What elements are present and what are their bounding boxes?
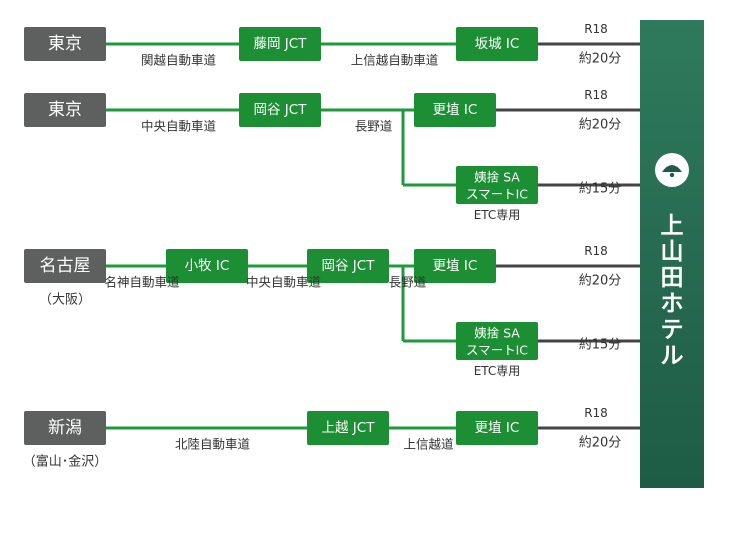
route-1-branch-label-bottom: スマートIC bbox=[466, 187, 528, 202]
route-3-road-1: 上信越道 bbox=[403, 437, 454, 452]
route-1-final-road: R18 bbox=[584, 88, 608, 102]
route-1-branch-label-top: 姨捨 SA bbox=[474, 170, 520, 185]
route-0-node-1-label: 坂城 IC bbox=[475, 36, 520, 52]
route-0-node-0 bbox=[239, 27, 321, 61]
route-1-node-0 bbox=[239, 93, 321, 127]
route-2-node-2 bbox=[414, 249, 496, 283]
route-3-origin-box bbox=[24, 411, 106, 445]
hotel-panel bbox=[640, 20, 704, 488]
route-2-branch-label-top: 姨捨 SA bbox=[474, 326, 520, 341]
hotel-name-char-3: ホ bbox=[661, 291, 684, 317]
route-2-node-1-label: 岡谷 JCT bbox=[322, 258, 376, 274]
route-0-road-0: 関越自動車道 bbox=[141, 53, 217, 68]
route-3-node-1 bbox=[456, 411, 538, 445]
route-1-branch-time: 約15分 bbox=[579, 182, 622, 197]
hotel-name-char-0: 上 bbox=[661, 213, 684, 239]
route-2-origin-sub: （大阪） bbox=[39, 293, 91, 308]
route-3-final-road: R18 bbox=[584, 406, 608, 420]
route-1-origin-label: 東京 bbox=[48, 100, 82, 120]
route-2-branch-time: 約15分 bbox=[579, 338, 622, 353]
route-3-road-0: 北陸自動車道 bbox=[175, 437, 251, 452]
route-0-node-1 bbox=[456, 27, 538, 61]
route-2-node-0 bbox=[166, 249, 248, 283]
route-3-node-0 bbox=[307, 411, 389, 445]
route-2-branch-note: ETC専用 bbox=[474, 364, 521, 378]
route-3-origin-sub: （富山･金沢） bbox=[23, 454, 108, 470]
route-0-node-0-label: 藤岡 JCT bbox=[254, 36, 308, 52]
route-0-origin-label: 東京 bbox=[48, 34, 82, 54]
route-2-node-1 bbox=[307, 249, 389, 283]
route-1-branch-box bbox=[456, 166, 538, 204]
hotel-name-char-1: 山 bbox=[661, 239, 684, 265]
hotel-name-char-5: ル bbox=[661, 343, 684, 369]
route-2-branch-box bbox=[456, 322, 538, 360]
route-2-road-0: 名神自動車道 bbox=[104, 275, 180, 290]
route-2-origin-box bbox=[24, 249, 106, 283]
route-1-node-1-label: 更埴 IC bbox=[433, 102, 478, 118]
route-1-road-0: 中央自動車道 bbox=[141, 119, 217, 134]
route-0-final-time: 約20分 bbox=[579, 52, 622, 67]
hotel-name-char-4: テ bbox=[661, 317, 684, 343]
route-3-node-0-label: 上越 JCT bbox=[322, 420, 376, 436]
route-0-road-1: 上信越自動車道 bbox=[351, 53, 439, 68]
route-3-origin-label: 新潟 bbox=[48, 418, 82, 438]
route-0-final-road: R18 bbox=[584, 22, 608, 36]
route-2-node-2-label: 更埴 IC bbox=[433, 258, 478, 274]
route-1-branch-note: ETC専用 bbox=[474, 208, 521, 222]
fan-crest-pin bbox=[669, 172, 675, 178]
fan-crest-shape bbox=[662, 165, 682, 172]
route-1-road-1: 長野道 bbox=[355, 119, 393, 134]
route-1-node-0-label: 岡谷 JCT bbox=[254, 102, 308, 118]
route-0-origin-box bbox=[24, 27, 106, 61]
route-1-origin-box bbox=[24, 93, 106, 127]
route-1-final-time: 約20分 bbox=[579, 118, 622, 133]
route-2-node-0-label: 小牧 IC bbox=[185, 258, 230, 274]
route-1-node-1 bbox=[414, 93, 496, 127]
hotel-name-char-2: 田 bbox=[661, 265, 684, 291]
route-2-road-1: 中央自動車道 bbox=[246, 275, 322, 290]
route-3-node-1-label: 更埴 IC bbox=[475, 420, 520, 436]
route-2-road-2: 長野道 bbox=[389, 275, 427, 290]
route-2-origin-label: 名古屋 bbox=[40, 256, 91, 276]
route-2-branch-label-bottom: スマートIC bbox=[466, 343, 528, 358]
route-2-final-time: 約20分 bbox=[579, 274, 622, 289]
route-2-final-road: R18 bbox=[584, 244, 608, 258]
route-3-final-time: 約20分 bbox=[579, 436, 622, 451]
